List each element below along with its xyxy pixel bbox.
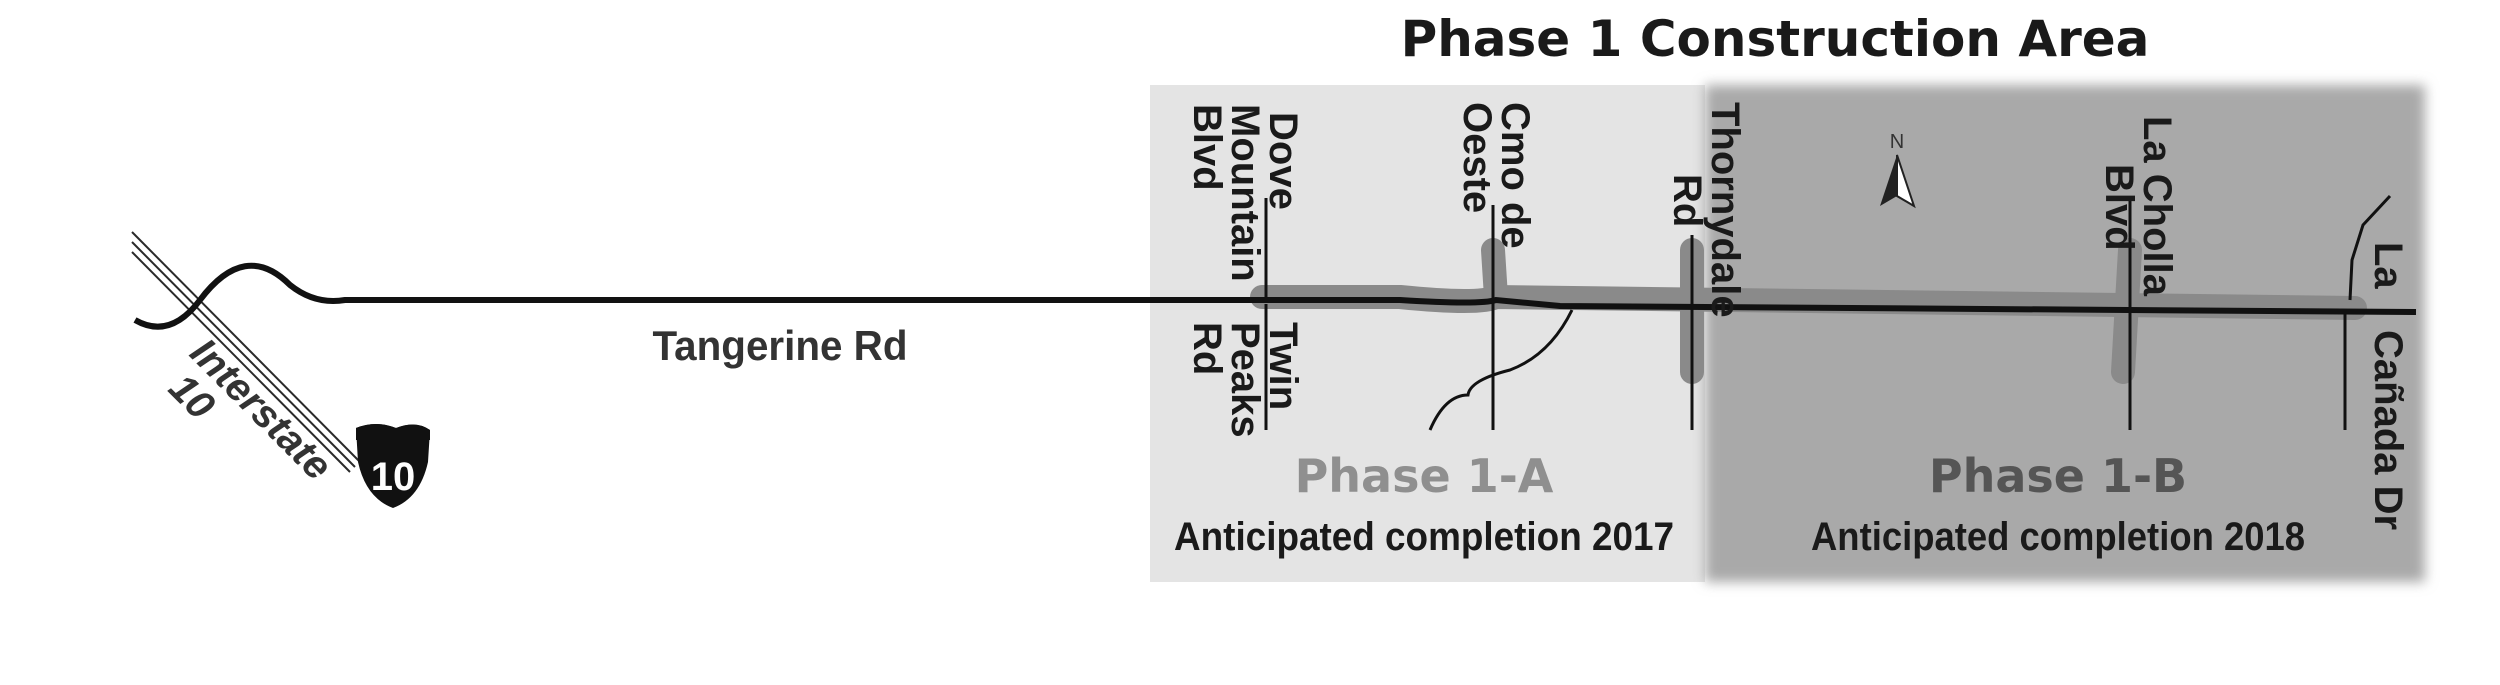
phase-1b-name: Phase 1-B <box>1929 449 2187 503</box>
phase-1a-completion: Anticipated completion 2017 <box>1174 515 1674 559</box>
phase-1a-area <box>1150 85 1705 582</box>
svg-text:Thornydale: Thornydale <box>1703 102 1747 318</box>
phase-1b-completion: Anticipated completion 2018 <box>1811 515 2305 559</box>
svg-text:La Cholla: La Cholla <box>2135 116 2179 297</box>
cmo-de-oeste-label: Cmo de Oeste <box>1455 102 1537 249</box>
svg-text:Blvd: Blvd <box>2097 164 2141 251</box>
svg-text:Blvd: Blvd <box>1185 104 1229 191</box>
la-canada-label: La Cañada Dr <box>2366 242 2410 530</box>
svg-text:Cmo de: Cmo de <box>1493 102 1537 249</box>
svg-text:Rd: Rd <box>1185 322 1229 375</box>
la-cholla-label: La Cholla Blvd <box>2097 116 2179 297</box>
thornydale-label: Thornydale Rd <box>1665 102 1747 318</box>
tangerine-rd-label: Tangerine Rd <box>653 322 908 369</box>
dove-mountain-label: Dove Mountain Blvd <box>1185 104 1305 282</box>
svg-text:La: La <box>2366 242 2410 289</box>
svg-text:N: N <box>1890 131 1904 153</box>
svg-text:Peaks: Peaks <box>1223 322 1267 438</box>
la-canada-north-line <box>2348 194 2392 301</box>
tangerine-road-line <box>133 262 2417 330</box>
svg-text:Oeste: Oeste <box>1455 102 1499 213</box>
interstate-shield-icon: 10 <box>356 424 430 508</box>
svg-text:Twin: Twin <box>1261 322 1305 410</box>
north-arrow-icon: N <box>1880 131 1916 209</box>
phase-1a-name: Phase 1-A <box>1295 449 1554 503</box>
interstate-10 <box>131 231 361 473</box>
map-title: Phase 1 Construction Area <box>1401 10 2150 68</box>
twin-peaks-label: Twin Peaks Rd <box>1185 322 1305 438</box>
svg-text:Rd: Rd <box>1665 174 1709 227</box>
wash-line <box>1428 309 1574 431</box>
cross-roads <box>1264 194 2392 431</box>
svg-text:Mountain: Mountain <box>1223 104 1267 282</box>
svg-text:Cañada Dr: Cañada Dr <box>2366 330 2410 530</box>
svg-text:10: 10 <box>371 455 416 499</box>
svg-text:Dove: Dove <box>1261 112 1305 210</box>
phase-1b-area <box>1705 85 2425 582</box>
